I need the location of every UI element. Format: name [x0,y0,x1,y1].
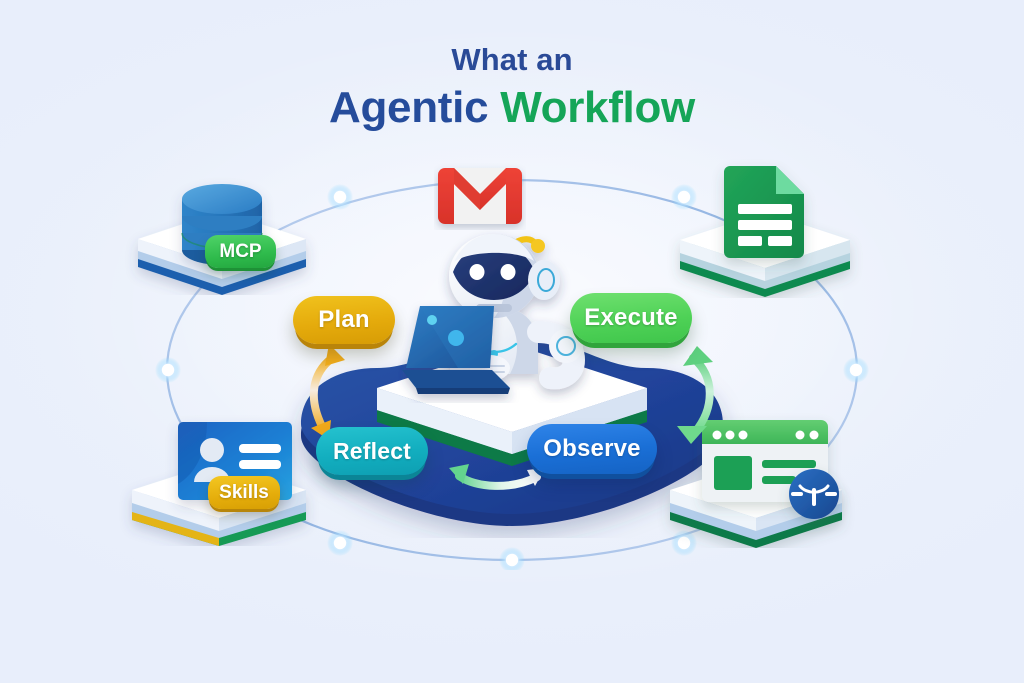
target-badge-icon [789,469,839,519]
title-line-2: Agentic Workflow [0,86,1024,130]
cycle-step-execute-label: Execute [584,304,678,331]
page-title: What an Agentic Workflow [0,44,1024,130]
node-document[interactable] [662,152,868,298]
cycle-step-execute[interactable]: Execute [570,293,692,343]
cycle-step-observe-label: Observe [543,435,641,462]
cycle-step-reflect[interactable]: Reflect [316,427,428,475]
node-mcp[interactable] [118,163,326,295]
node-browser[interactable] [652,408,864,548]
document-sheet-icon [724,166,804,258]
title-line-1: What an [451,42,573,77]
gmail-envelope-icon[interactable] [434,160,526,230]
cycle-step-reflect-label: Reflect [332,437,412,464]
cycle-step-plan[interactable]: Plan [293,296,395,344]
badge-skills-label: Skills [219,481,269,503]
cycle-step-plan-label: Plan [318,306,370,333]
title-word-agentic: Agentic [329,83,489,132]
badge-mcp[interactable]: MCP [205,235,276,268]
badge-skills[interactable]: Skills [208,476,280,509]
cycle-step-observe[interactable]: Observe [527,424,657,474]
title-word-workflow: Workflow [500,83,695,132]
badge-mcp-label: MCP [219,240,262,262]
